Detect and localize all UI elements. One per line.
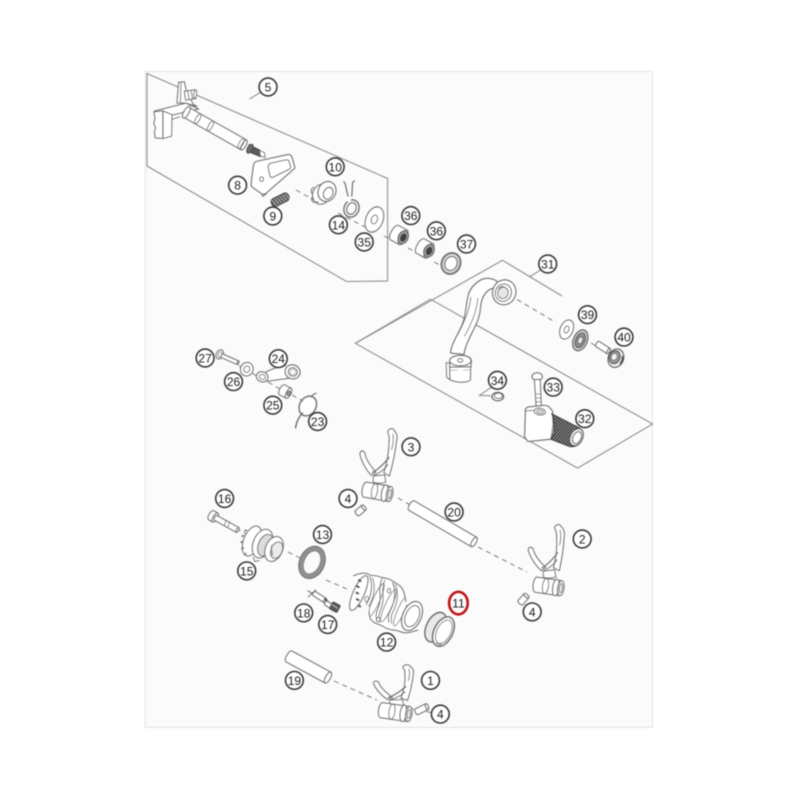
- svg-text:11: 11: [452, 597, 465, 611]
- svg-text:8: 8: [234, 179, 241, 193]
- svg-text:18: 18: [297, 606, 311, 620]
- svg-text:40: 40: [617, 331, 631, 345]
- svg-text:2: 2: [579, 533, 586, 547]
- svg-text:3: 3: [408, 440, 415, 454]
- svg-text:4: 4: [529, 605, 536, 619]
- svg-text:13: 13: [316, 528, 330, 542]
- svg-text:31: 31: [541, 258, 555, 272]
- svg-text:10: 10: [329, 160, 343, 174]
- svg-text:16: 16: [218, 492, 232, 506]
- svg-text:12: 12: [380, 636, 394, 650]
- svg-text:5: 5: [265, 81, 272, 95]
- svg-text:19: 19: [288, 674, 302, 688]
- svg-text:24: 24: [272, 352, 286, 366]
- svg-text:20: 20: [447, 506, 461, 520]
- svg-text:14: 14: [332, 218, 346, 232]
- svg-text:9: 9: [269, 210, 276, 224]
- svg-text:27: 27: [198, 352, 212, 366]
- svg-text:26: 26: [227, 375, 241, 389]
- svg-text:35: 35: [358, 236, 372, 250]
- svg-text:32: 32: [578, 412, 592, 426]
- svg-text:34: 34: [491, 374, 505, 388]
- svg-text:4: 4: [345, 492, 352, 506]
- svg-text:39: 39: [581, 308, 595, 322]
- svg-text:4: 4: [437, 708, 444, 722]
- svg-text:36: 36: [404, 209, 418, 223]
- svg-text:36: 36: [430, 224, 444, 238]
- svg-text:15: 15: [240, 564, 254, 578]
- svg-text:25: 25: [266, 399, 280, 413]
- svg-text:37: 37: [460, 238, 474, 252]
- svg-text:1: 1: [427, 674, 434, 688]
- svg-text:33: 33: [547, 381, 561, 395]
- svg-text:23: 23: [311, 415, 325, 429]
- svg-text:17: 17: [321, 618, 335, 632]
